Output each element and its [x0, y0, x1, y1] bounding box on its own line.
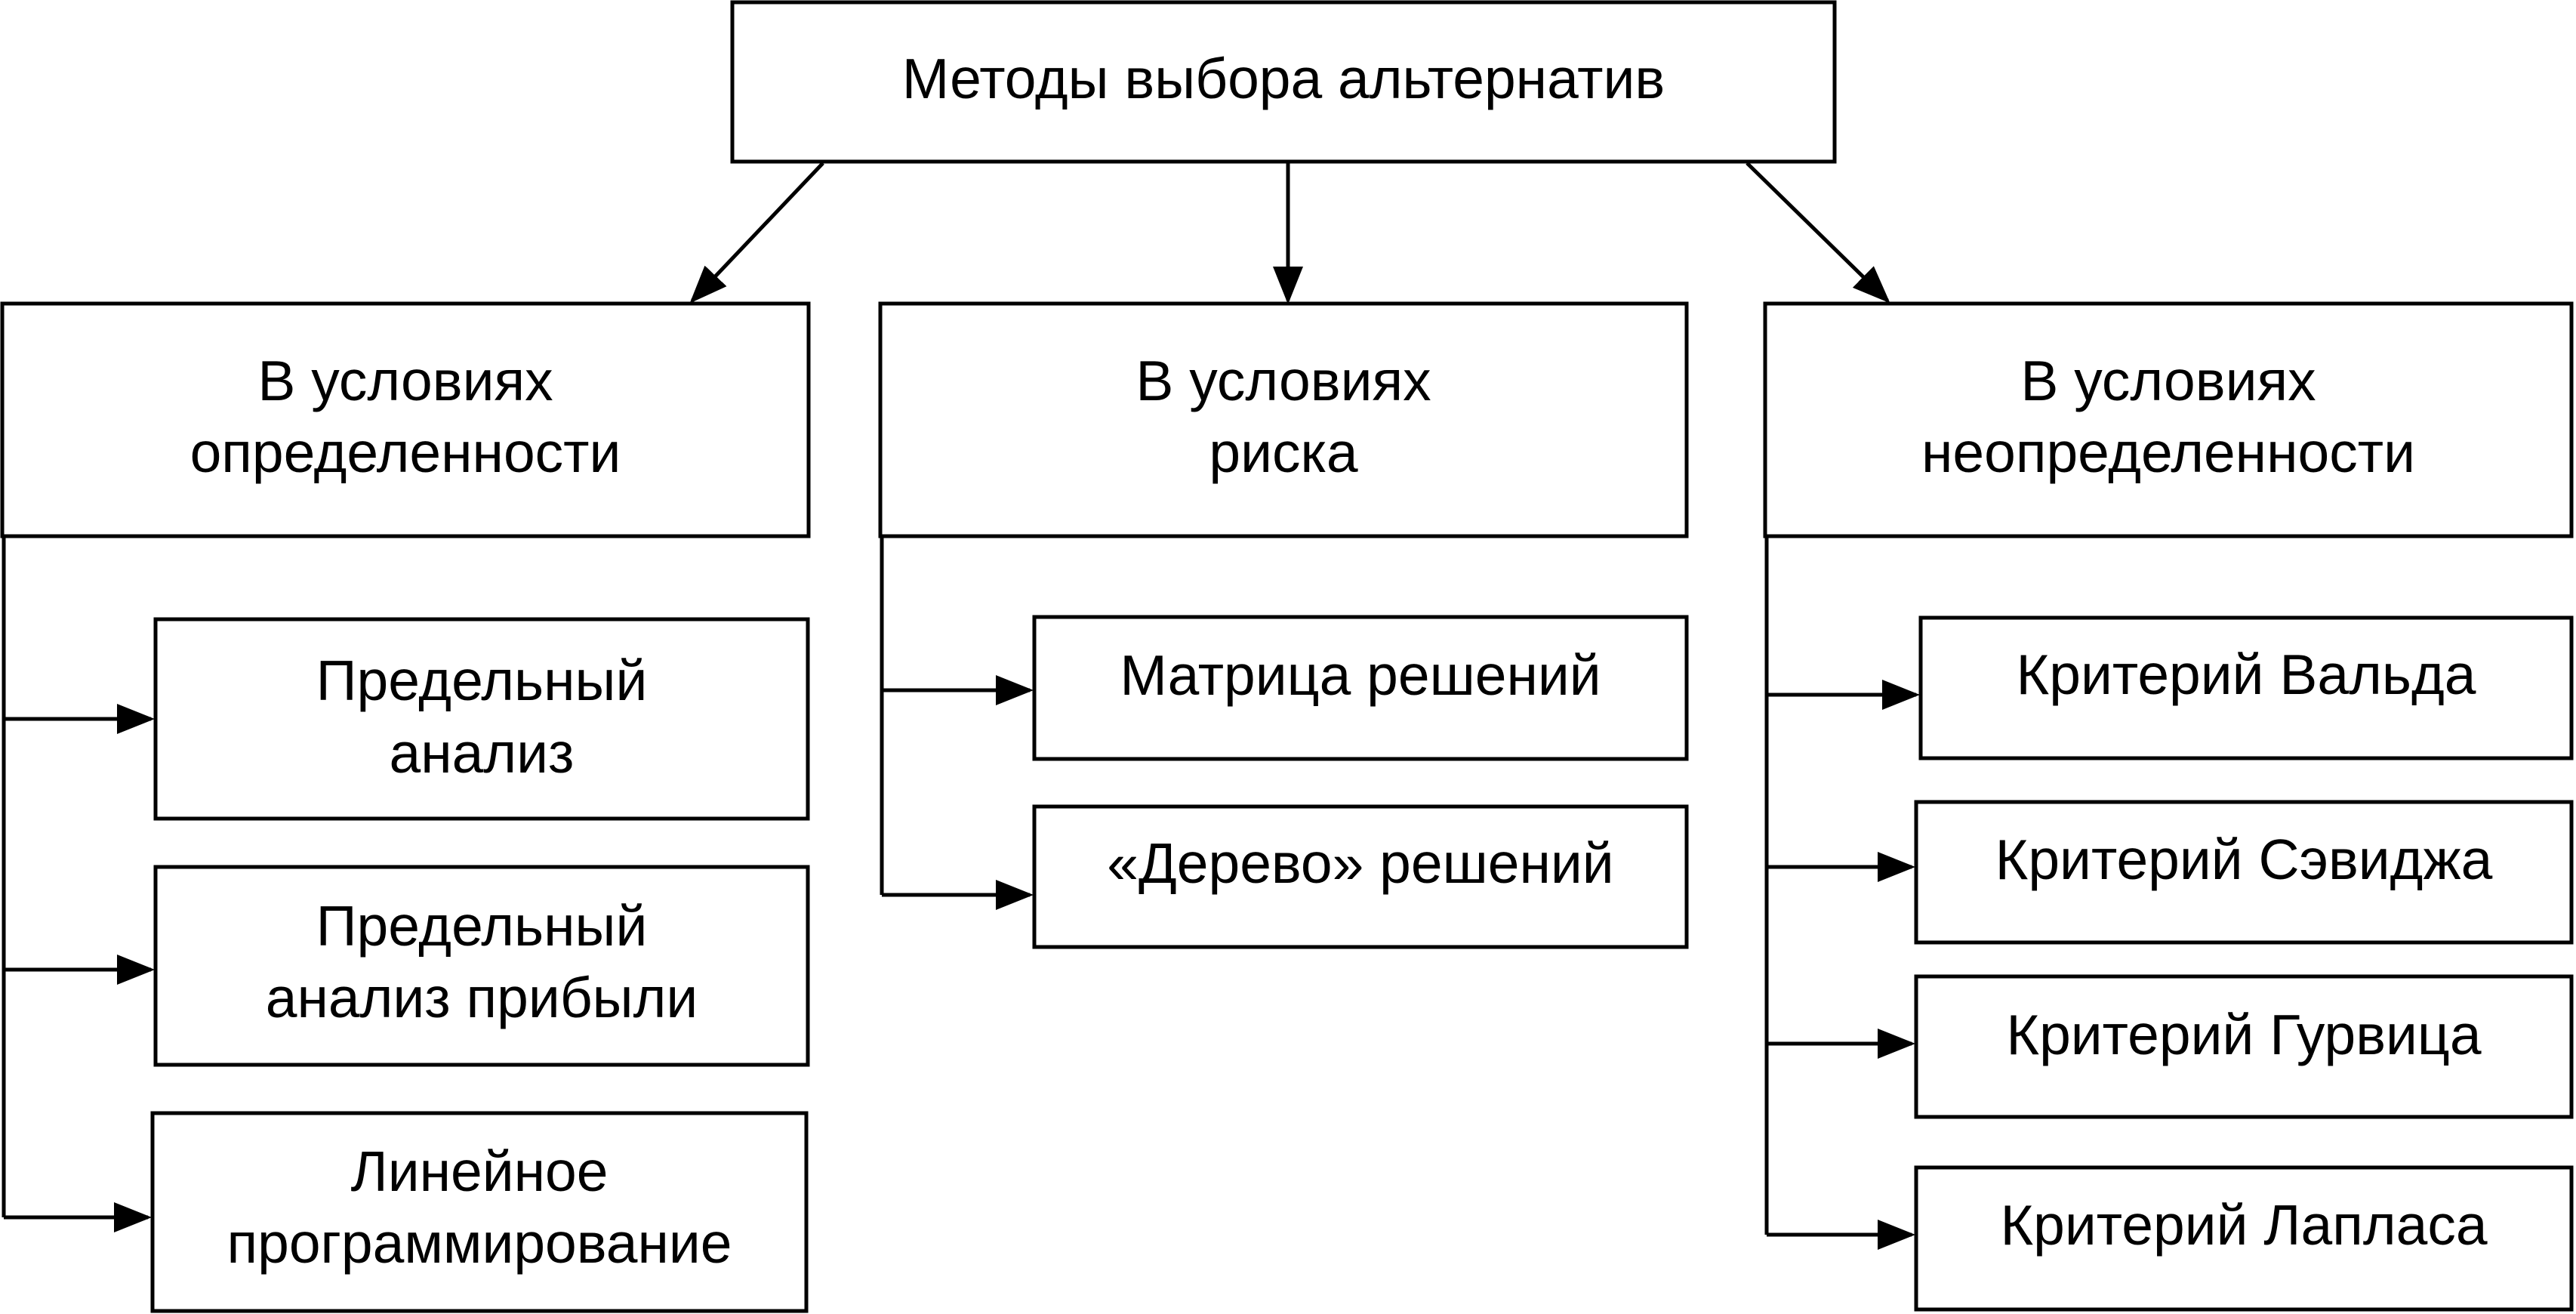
method-box-hurwicz-criterion: Критерий Гурвица — [1914, 974, 2574, 1119]
method-box-linear-programming: Линейное программирование — [150, 1111, 809, 1313]
method-box-marginal-analysis: Предельный анализ — [153, 617, 810, 821]
method-label-line-1: Предельный — [316, 649, 648, 712]
arrow-root-to-certainty — [689, 162, 824, 304]
category-box-uncertainty: В условиях неопределенности — [1763, 301, 2574, 538]
method-box-wald-criterion: Критерий Вальда — [1918, 615, 2574, 760]
category-title-line-2: определенности — [190, 421, 621, 484]
category-box-certainty: В условиях определенности — [0, 301, 811, 538]
method-label: «Дерево» решений — [1107, 831, 1613, 895]
root-label: Методы выбора альтернатив — [902, 47, 1665, 110]
method-label: Критерий Гурвица — [2006, 1003, 2482, 1066]
arrow-root-to-uncertainty — [1746, 162, 1890, 304]
method-label: Матрица решений — [1120, 643, 1601, 707]
method-label-line-2: программирование — [227, 1211, 732, 1275]
method-box-savage-criterion: Критерий Сэвиджа — [1914, 800, 2574, 945]
method-label: Критерий Сэвиджа — [1995, 828, 2493, 891]
method-label: Критерий Вальда — [2017, 643, 2476, 706]
method-label-line-1: Линейное — [351, 1140, 609, 1203]
category-title-line-1: В условиях — [257, 349, 553, 412]
category-title-line-2: неопределенности — [1921, 421, 2415, 484]
category-box-risk: В условиях риска — [878, 301, 1689, 538]
method-box-laplace-criterion: Критерий Лапласа — [1914, 1165, 2574, 1312]
method-label-line-2: анализ прибыли — [266, 966, 698, 1029]
category-title-line-1: В условиях — [2020, 349, 2316, 412]
method-box-decision-matrix: Матрица решений — [1032, 615, 1689, 761]
method-box-marginal-profit-analysis: Предельный анализ прибыли — [153, 865, 810, 1067]
method-box-decision-tree: «Дерево» решений — [1032, 804, 1689, 949]
method-label: Критерий Лапласа — [2000, 1193, 2487, 1257]
root-box: Методы выбора альтернатив — [730, 0, 1837, 164]
method-label-line-2: анализ — [390, 721, 575, 785]
category-title-line-2: риска — [1209, 421, 1358, 484]
category-title-line-1: В условиях — [1135, 349, 1431, 412]
method-label-line-1: Предельный — [316, 894, 648, 958]
